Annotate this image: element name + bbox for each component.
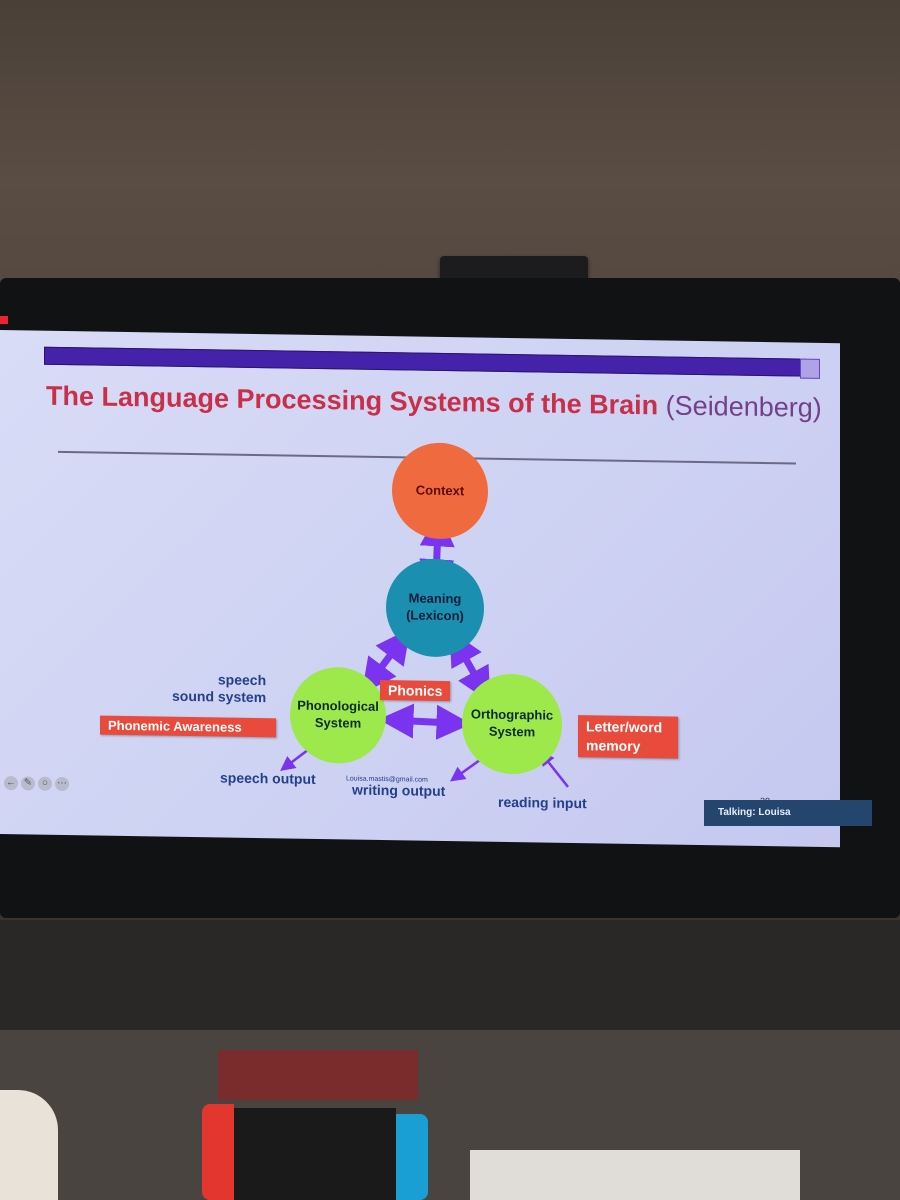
left-controller (202, 1104, 234, 1200)
letter-word-label: Letter/word (586, 718, 663, 736)
meaning-orthographic-arrow (449, 629, 491, 703)
meaning-node: Meaning (Lexicon) (386, 558, 484, 658)
speech-output-label: speech output (220, 769, 316, 787)
sound-system-label: sound system (172, 687, 267, 705)
white-device (470, 1150, 800, 1200)
talking-indicator: Talking: Louisa (704, 800, 872, 826)
orthographic-label: Orthographic (470, 706, 554, 723)
blanket (0, 1090, 58, 1200)
lexicon-label: (Lexicon) (406, 607, 464, 624)
speech-label: speech (217, 671, 267, 689)
phonological-label: Phonological (297, 697, 379, 715)
slideshow-toolbar: ← ✎ ○ ⋯ (4, 776, 69, 792)
record-dot-icon (0, 316, 8, 324)
meaning-phonological-arrow (361, 628, 411, 694)
memory-label: memory (586, 737, 641, 754)
speech-sound-system-label: speech sound system (172, 671, 266, 706)
letter-word-memory-tag: Letter/word memory (578, 715, 678, 759)
presentation-slide: The Language Processing Systems of the B… (0, 330, 840, 848)
presenter-email: Louisa.mastis@gmail.com (346, 775, 428, 784)
context-node: Context (392, 442, 488, 540)
meaning-label: Meaning (408, 590, 462, 607)
context-label: Context (415, 482, 465, 498)
menu-icon[interactable]: ⋯ (55, 776, 69, 792)
previous-slide-icon[interactable]: ← (4, 776, 18, 791)
pen-icon[interactable]: ✎ (21, 776, 35, 791)
writing-output-label: writing output (352, 781, 446, 799)
zoom-icon[interactable]: ○ (38, 776, 52, 791)
reading-input-arrow (539, 750, 569, 788)
phonological-system-label: System (314, 714, 362, 731)
webcam (440, 256, 588, 282)
game-box (218, 1050, 418, 1100)
game-console (234, 1108, 396, 1200)
orthographic-system-label: System (488, 723, 536, 740)
phonics-tag: Phonics (380, 679, 451, 702)
right-controller (396, 1114, 428, 1200)
reading-input-label: reading input (498, 793, 587, 812)
orthographic-node: Orthographic System (462, 673, 562, 775)
wall-background (0, 0, 900, 300)
phonological-orthographic-arrow (378, 703, 472, 740)
recording-indicator (0, 316, 11, 326)
phonological-node: Phonological System (290, 666, 386, 765)
phonemic-awareness-tag: Phonemic Awareness (100, 715, 276, 738)
